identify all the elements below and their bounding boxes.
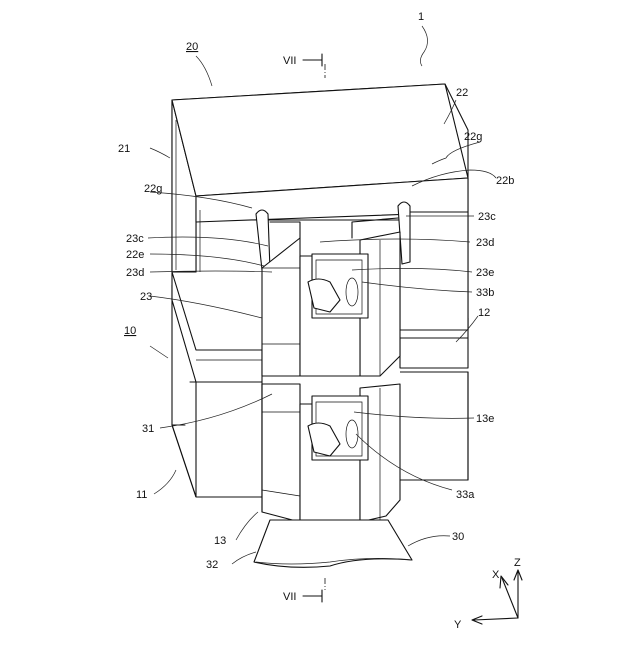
label-20: 20 xyxy=(186,41,198,53)
label-22b: 22b xyxy=(496,175,514,187)
label-1: 1 xyxy=(418,11,424,23)
upper-clip xyxy=(256,202,410,376)
label-23c-right: 23c xyxy=(478,211,496,223)
label-33b: 33b xyxy=(476,287,494,299)
label-10: 10 xyxy=(124,325,136,337)
label-23d-right: 23d xyxy=(476,237,494,249)
label-23c-left: 23c xyxy=(126,233,144,245)
label-30: 30 xyxy=(452,531,464,543)
label-22: 22 xyxy=(456,87,468,99)
label-22g-right: 22g xyxy=(464,131,482,143)
cable-bundle xyxy=(254,520,412,567)
label-23d-left: 23d xyxy=(126,267,144,279)
label-31: 31 xyxy=(142,423,154,435)
label-vii-bottom: VII xyxy=(283,591,296,603)
label-22g-left: 22g xyxy=(144,183,162,195)
label-33a: 33a xyxy=(456,489,475,501)
label-vii-top: VII xyxy=(283,55,296,67)
label-13: 13 xyxy=(214,535,226,547)
label-21: 21 xyxy=(118,143,130,155)
axis-label-x: X xyxy=(492,569,500,581)
label-12: 12 xyxy=(478,307,490,319)
axis-label-z: Z xyxy=(514,557,521,569)
label-22e: 22e xyxy=(126,249,144,261)
axis-label-y: Y xyxy=(454,619,462,631)
label-11: 11 xyxy=(136,489,147,501)
label-32: 32 xyxy=(206,559,218,571)
label-13e: 13e xyxy=(476,413,494,425)
label-23: 23 xyxy=(140,291,152,303)
lower-clip xyxy=(262,384,400,522)
label-23e: 23e xyxy=(476,267,494,279)
